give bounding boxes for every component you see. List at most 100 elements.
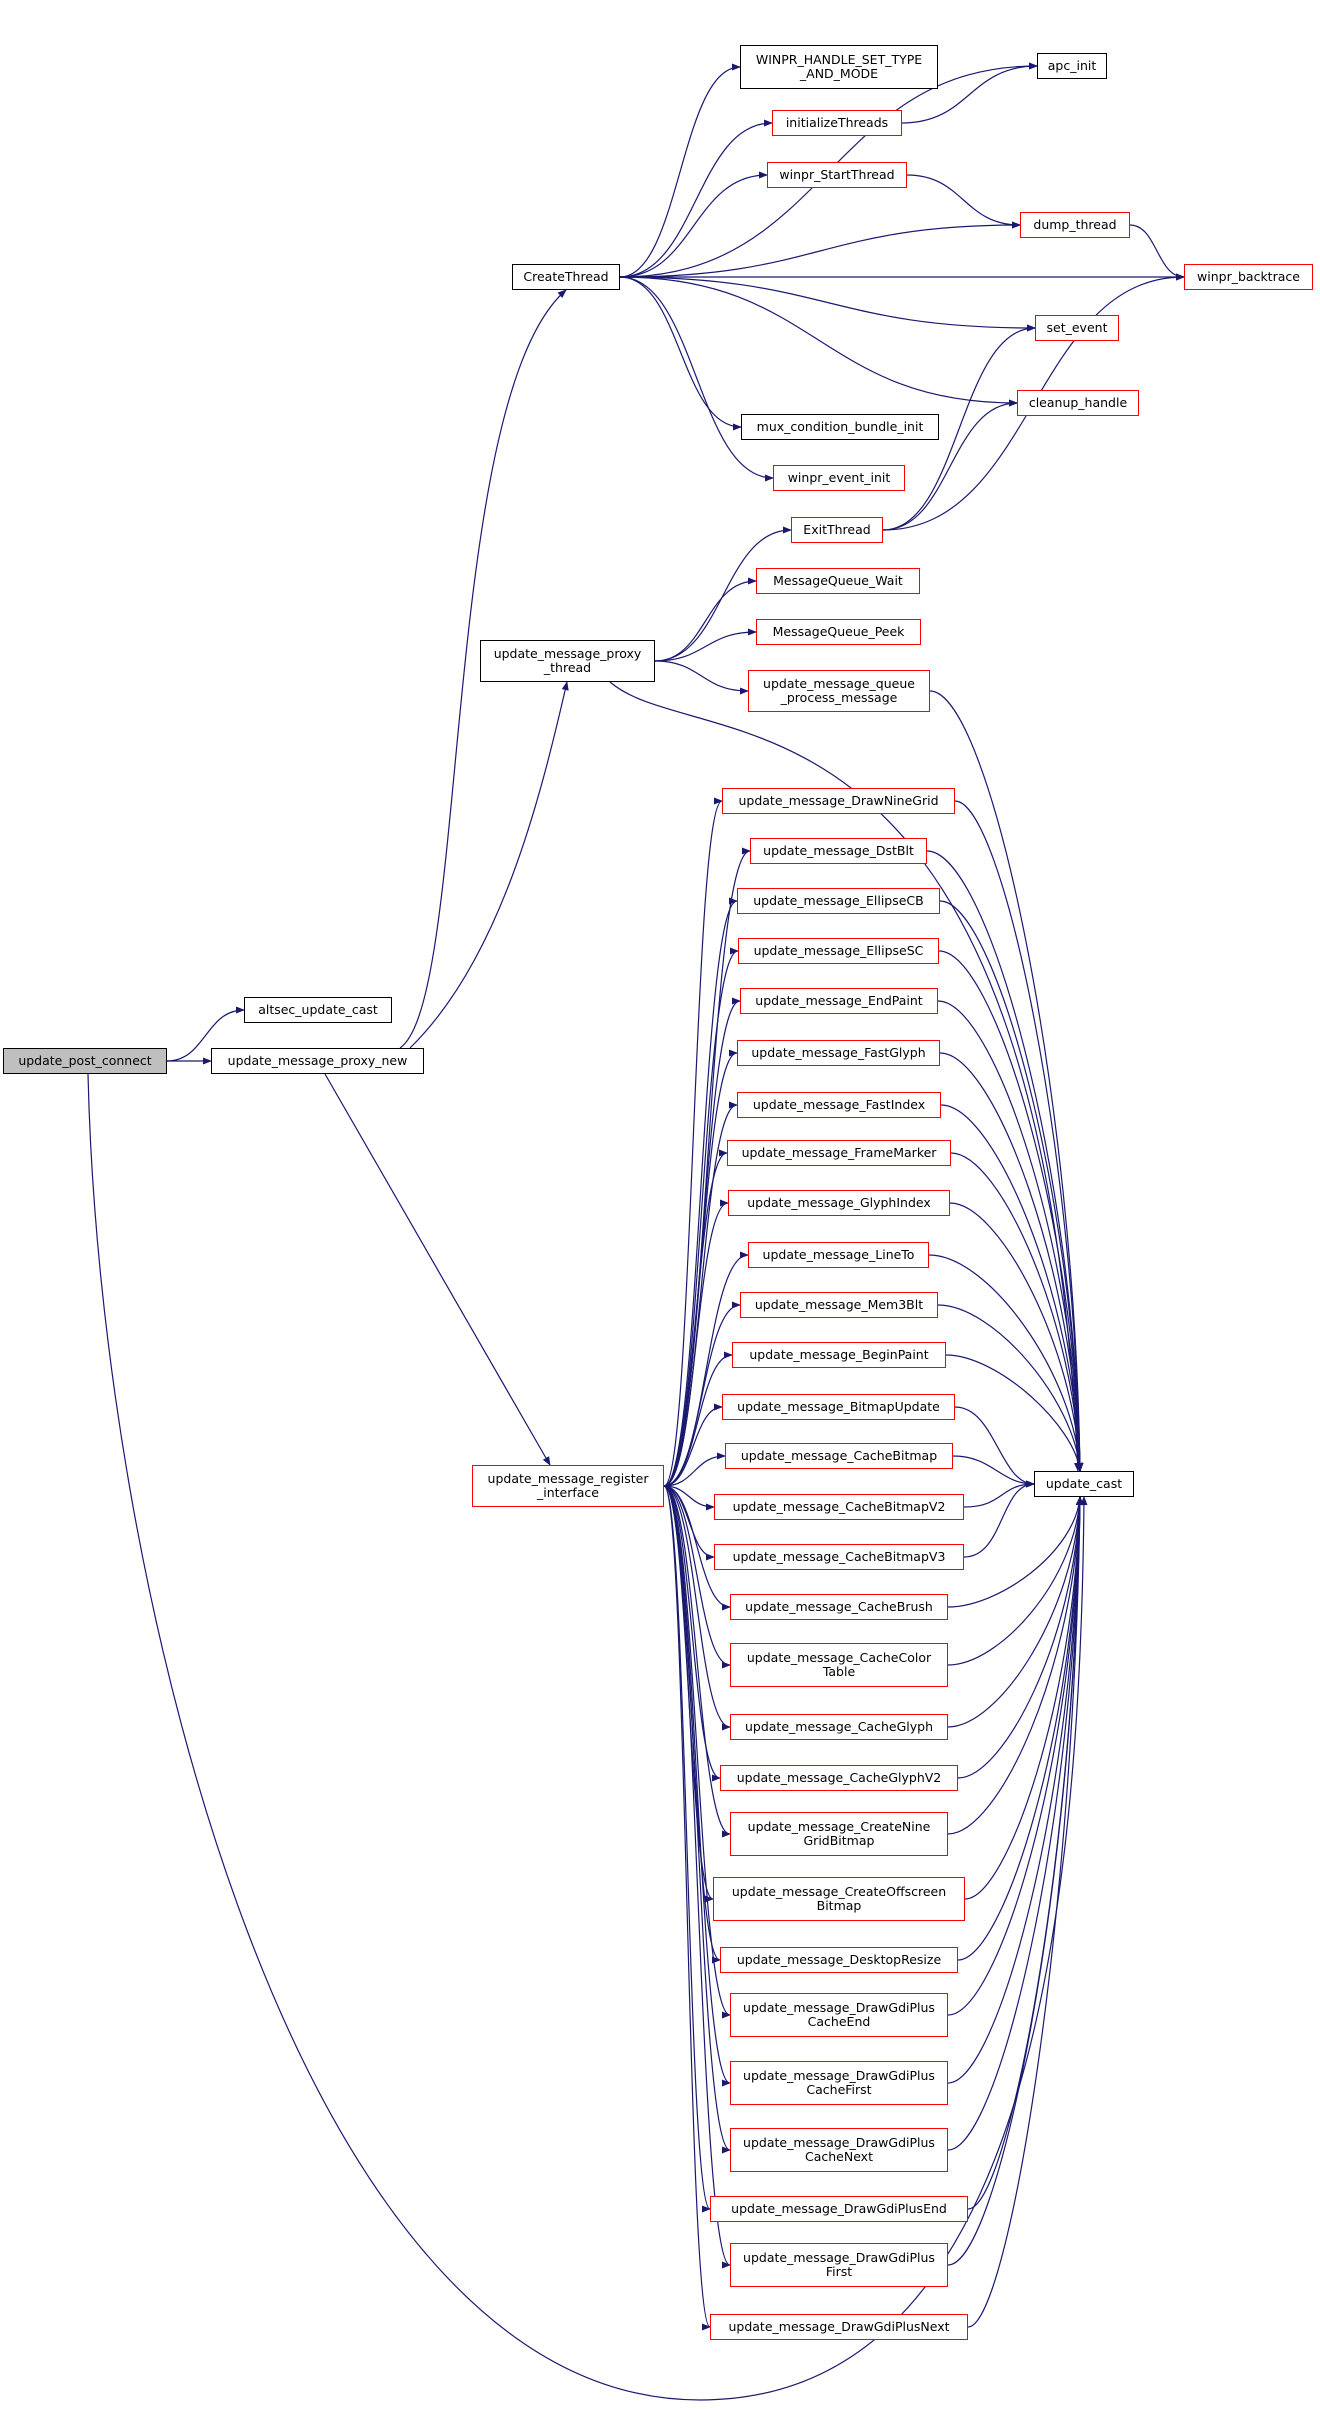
node-DesktopResize[interactable]: update_message_DesktopResize xyxy=(720,1947,958,1973)
edge-update_message_register_interface-to-GlyphIndex xyxy=(663,1199,729,1487)
node-MessageQueue-Peek[interactable]: MessageQueue_Peek xyxy=(756,619,921,645)
edge-update_message_register_interface-to-DrawGdiPlusNext xyxy=(663,1485,711,2331)
node-DrawGdiPlusNext[interactable]: update_message_DrawGdiPlusNext xyxy=(710,2314,968,2340)
node-FastIndex[interactable]: update_message_FastIndex xyxy=(737,1092,941,1118)
node-CacheBrush[interactable]: update_message_CacheBrush xyxy=(730,1594,948,1620)
node-EllipseCB[interactable]: update_message_EllipseCB xyxy=(737,888,940,914)
node-update-post-connect[interactable]: update_post_connect xyxy=(3,1048,167,1074)
edge-ExitThread-to-set_event xyxy=(882,324,1036,531)
node-LineTo[interactable]: update_message_LineTo xyxy=(748,1242,929,1268)
node-update-cast[interactable]: update_cast xyxy=(1034,1471,1134,1497)
node-Mem3Blt[interactable]: update_message_Mem3Blt xyxy=(740,1292,938,1318)
node-update-message-register-interface[interactable]: update_message_register _interface xyxy=(472,1465,664,1507)
edge-dump_thread-to-winpr_backtrace xyxy=(1129,224,1185,281)
edge-EllipseSC-to-update_cast xyxy=(938,950,1084,1472)
node-CacheBitmap[interactable]: update_message_CacheBitmap xyxy=(725,1443,953,1469)
edge-DesktopResize-to-update_cast xyxy=(957,1496,1084,1961)
node-DstBlt[interactable]: update_message_DstBlt xyxy=(750,838,927,864)
edge-CreateThread-to-mux_condition_bundle_init xyxy=(619,276,742,431)
node-apc-init[interactable]: apc_init xyxy=(1037,53,1107,79)
node-CreateOffscreenBitmap[interactable]: update_message_CreateOffscreen Bitmap xyxy=(713,1877,965,1921)
edge-update_post_connect-to-altsec_update_cast xyxy=(166,1006,245,1062)
edge-update_message_proxy_new-to-update_message_register_interface xyxy=(324,1073,551,1466)
node-CreateThread[interactable]: CreateThread xyxy=(512,264,620,290)
edge-FrameMarker-to-update_cast xyxy=(950,1152,1084,1472)
edge-DrawGdiPlusNext-to-update_cast xyxy=(967,1496,1084,2328)
edge-update_message_proxy_thread-to-ExitThread xyxy=(654,526,792,662)
node-BeginPaint[interactable]: update_message_BeginPaint xyxy=(732,1342,946,1368)
node-CacheGlyph[interactable]: update_message_CacheGlyph xyxy=(730,1714,948,1740)
node-FastGlyph[interactable]: update_message_FastGlyph xyxy=(737,1040,940,1066)
node-DrawGdiPlusEnd[interactable]: update_message_DrawGdiPlusEnd xyxy=(710,2196,968,2222)
node-cleanup-handle[interactable]: cleanup_handle xyxy=(1017,390,1139,416)
node-DrawNineGrid[interactable]: update_message_DrawNineGrid xyxy=(722,788,955,814)
node-CacheGlyphV2[interactable]: update_message_CacheGlyphV2 xyxy=(720,1765,958,1791)
edge-update_message_register_interface-to-DrawGdiPlusCacheFirst xyxy=(663,1485,731,2087)
edge-update_message_proxy_thread-to-MessageQueue_Peek xyxy=(654,628,757,662)
edge-DrawGdiPlusEnd-to-update_cast xyxy=(967,1496,1084,2210)
node-altsec-update-cast[interactable]: altsec_update_cast xyxy=(244,997,392,1023)
node-CacheBitmapV2[interactable]: update_message_CacheBitmapV2 xyxy=(714,1494,964,1520)
edge-EndPaint-to-update_cast xyxy=(937,1000,1084,1472)
edge-EllipseCB-to-update_cast xyxy=(939,900,1084,1472)
edge-update_message_register_interface-to-CacheBitmapV2 xyxy=(663,1485,715,1511)
edge-BitmapUpdate-to-update_cast xyxy=(954,1406,1035,1488)
node-DrawGdiPlusCacheFirst[interactable]: update_message_DrawGdiPlus CacheFirst xyxy=(730,2061,948,2105)
edge-update_message_register_interface-to-EllipseSC xyxy=(663,947,739,1487)
edge-BeginPaint-to-update_cast xyxy=(945,1354,1083,1472)
edge-initializeThreads-to-apc_init xyxy=(901,62,1038,124)
edge-update_message_register_interface-to-BeginPaint xyxy=(663,1351,733,1487)
edge-LineTo-to-update_cast xyxy=(928,1254,1084,1472)
node-CacheColorTable[interactable]: update_message_CacheColor Table xyxy=(730,1643,948,1687)
edge-update_message_register_interface-to-FrameMarker xyxy=(663,1149,728,1487)
node-update-message-proxy-new[interactable]: update_message_proxy_new xyxy=(211,1048,424,1074)
node-DrawGdiPlusCacheNext[interactable]: update_message_DrawGdiPlus CacheNext xyxy=(730,2128,948,2172)
node-winpr-StartThread[interactable]: winpr_StartThread xyxy=(767,162,907,188)
node-winpr-event-init[interactable]: winpr_event_init xyxy=(773,465,905,491)
node-MessageQueue-Wait[interactable]: MessageQueue_Wait xyxy=(756,568,920,594)
edge-update_message_proxy_thread-to-update_message_queue_process_message xyxy=(654,660,749,695)
edge-update_post_connect-to-update_cast xyxy=(87,1073,1088,2401)
node-set-event[interactable]: set_event xyxy=(1035,315,1119,341)
edge-update_message_proxy_thread-to-MessageQueue_Wait xyxy=(654,577,757,662)
edge-DrawGdiPlusCacheFirst-to-update_cast xyxy=(947,1496,1084,2084)
edge-CreateThread-to-initializeThreads xyxy=(619,119,773,278)
edge-update_message_queue_process_message-to-update_cast xyxy=(929,690,1084,1472)
node-winpr-backtrace[interactable]: winpr_backtrace xyxy=(1184,264,1313,290)
edge-CreateThread-to-winpr_StartThread xyxy=(619,171,768,278)
edge-update_message_register_interface-to-CacheBrush xyxy=(663,1485,731,1611)
node-GlyphIndex[interactable]: update_message_GlyphIndex xyxy=(728,1190,950,1216)
edge-update_message_proxy_new-to-CreateThread xyxy=(399,289,567,1049)
edge-Mem3Blt-to-update_cast xyxy=(937,1304,1084,1472)
edge-DrawGdiPlusCacheEnd-to-update_cast xyxy=(947,1496,1084,2016)
edge-update_message_proxy_new-to-update_message_proxy_thread xyxy=(409,681,569,1049)
edge-GlyphIndex-to-update_cast xyxy=(949,1202,1084,1472)
node-ExitThread[interactable]: ExitThread xyxy=(791,517,883,543)
edge-DrawGdiPlusCacheNext-to-update_cast xyxy=(947,1496,1084,2151)
node-mux-condition-bundle-init[interactable]: mux_condition_bundle_init xyxy=(741,414,939,440)
edge-CreateThread-to-dump_thread xyxy=(619,221,1021,278)
node-initializeThreads[interactable]: initializeThreads xyxy=(772,110,902,136)
node-FrameMarker[interactable]: update_message_FrameMarker xyxy=(727,1140,951,1166)
node-update-message-proxy-thread[interactable]: update_message_proxy _thread xyxy=(480,640,655,682)
node-update-message-queue-process-message[interactable]: update_message_queue _process_message xyxy=(748,670,930,712)
node-dump-thread[interactable]: dump_thread xyxy=(1020,212,1130,238)
edge-update_message_register_interface-to-DrawGdiPlusEnd xyxy=(663,1485,711,2213)
edge-update_message_register_interface-to-CacheColorTable xyxy=(663,1485,731,1669)
edge-update_message_register_interface-to-DrawNineGrid xyxy=(663,797,723,1487)
node-DrawGdiPlusFirst[interactable]: update_message_DrawGdiPlus First xyxy=(730,2243,948,2287)
node-EllipseSC[interactable]: update_message_EllipseSC xyxy=(738,938,939,964)
node-BitmapUpdate[interactable]: update_message_BitmapUpdate xyxy=(722,1394,955,1420)
node-WINPR-HANDLE-SET-TYPE-AND-MODE[interactable]: WINPR_HANDLE_SET_TYPE _AND_MODE xyxy=(740,45,938,89)
edge-winpr_StartThread-to-dump_thread xyxy=(906,174,1021,229)
node-DrawGdiPlusCacheEnd[interactable]: update_message_DrawGdiPlus CacheEnd xyxy=(730,1993,948,2037)
edge-update_message_register_interface-to-CacheGlyph xyxy=(663,1485,731,1731)
edge-CacheGlyphV2-to-update_cast xyxy=(957,1496,1084,1779)
node-CacheBitmapV3[interactable]: update_message_CacheBitmapV3 xyxy=(714,1544,964,1570)
node-CreateNineGridBitmap[interactable]: update_message_CreateNine GridBitmap xyxy=(730,1812,948,1856)
edge-CreateThread-to-winpr_event_init xyxy=(619,276,774,482)
node-EndPaint[interactable]: update_message_EndPaint xyxy=(740,988,938,1014)
edge-CreateOffscreenBitmap-to-update_cast xyxy=(964,1496,1084,1900)
edge-CacheBitmapV3-to-update_cast xyxy=(963,1480,1035,1558)
